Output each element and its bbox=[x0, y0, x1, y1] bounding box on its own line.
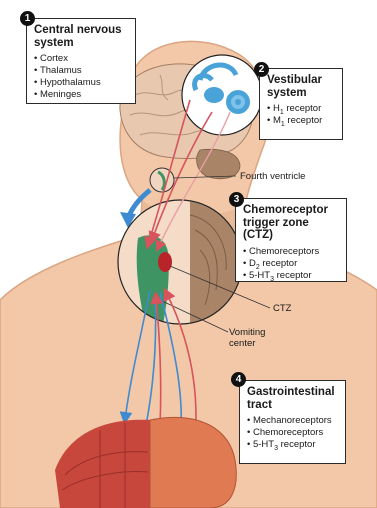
cns-item: Meninges bbox=[34, 89, 128, 101]
ctz-label: CTZ bbox=[273, 303, 291, 314]
cns-item: Cortex bbox=[34, 53, 128, 65]
m1-receptor-item: M1 receptor bbox=[267, 115, 335, 127]
ctz-region bbox=[158, 252, 172, 272]
cns-item: Hypothalamus bbox=[34, 77, 128, 89]
step-badge-3: 3 bbox=[229, 192, 244, 207]
gi-5ht3-receptor-item: 5-HT3 receptor bbox=[247, 439, 338, 451]
step-badge-2: 2 bbox=[254, 62, 269, 77]
gi-item: Chemoreceptors bbox=[247, 427, 338, 439]
step-badge-1: 1 bbox=[20, 11, 35, 26]
h1-receptor-item: H1 receptor bbox=[267, 103, 335, 115]
cns-item: Thalamus bbox=[34, 65, 128, 77]
cns-list: Cortex Thalamus Hypothalamus Meninges bbox=[34, 53, 128, 101]
gi-item: Mechanoreceptors bbox=[247, 415, 338, 427]
ctz-list: Chemoreceptors D2 receptor 5-HT3 recepto… bbox=[243, 246, 339, 282]
ctz-item: Chemoreceptors bbox=[243, 246, 339, 258]
5ht3-receptor-item: 5-HT3 receptor bbox=[243, 270, 339, 282]
fourth-ventricle-label: Fourth ventricle bbox=[240, 171, 305, 182]
d2-receptor-item: D2 receptor bbox=[243, 258, 339, 270]
gi-list: Mechanoreceptors Chemoreceptors 5-HT3 re… bbox=[247, 415, 338, 451]
vestibular-list: H1 receptor M1 receptor bbox=[267, 103, 335, 127]
step-badge-4: 4 bbox=[231, 372, 246, 387]
